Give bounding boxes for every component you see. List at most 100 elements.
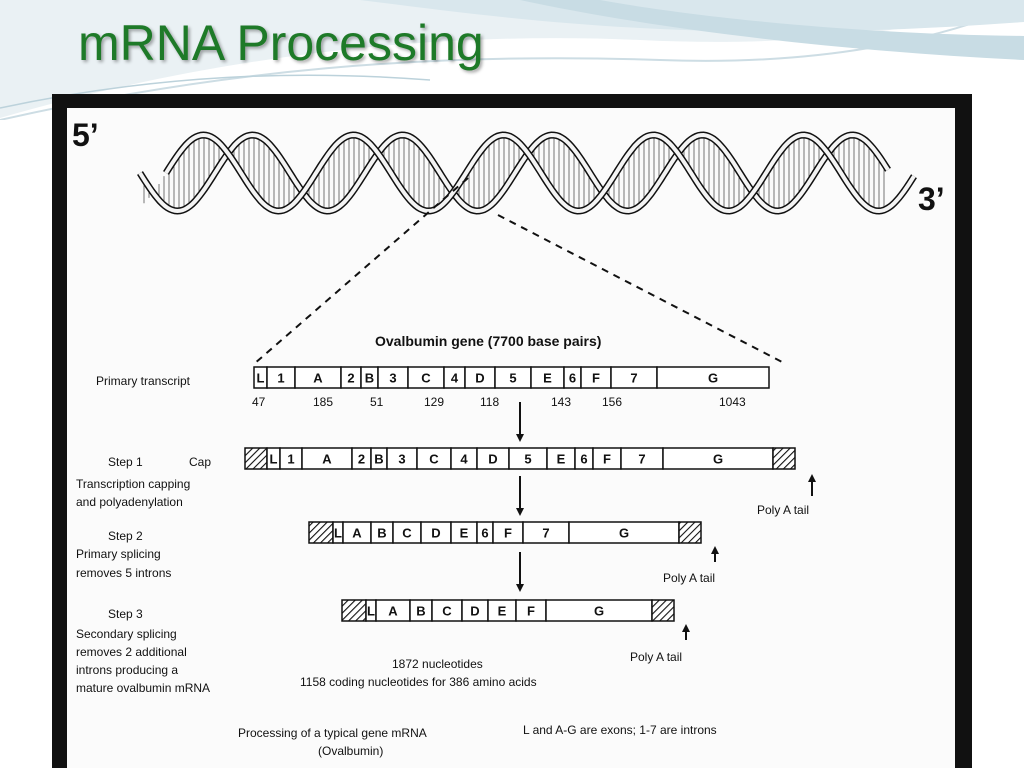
segment-label: 4 [460, 452, 468, 467]
caption-left-2: (Ovalbumin) [318, 744, 383, 758]
step3-desc-3: introns producing a [76, 663, 178, 677]
zoom-line-right [497, 214, 787, 365]
up-arrow-head [808, 474, 816, 482]
segment-label: A [352, 526, 362, 541]
segment-box [656, 366, 770, 389]
dna-3-prime-label: 3’ [918, 181, 945, 217]
segment-length: 185 [313, 395, 333, 409]
cap-box [308, 521, 334, 544]
step1-poly-label: Poly A tail [757, 503, 809, 517]
segment-label: 6 [481, 526, 488, 541]
segment-label: E [498, 604, 507, 619]
coding-nucleotides: 1158 coding nucleotides for 386 amino ac… [300, 675, 537, 689]
poly-a-tail-box [678, 521, 702, 544]
segment-label: G [713, 452, 723, 467]
dna-double-helix [137, 131, 917, 215]
segment-label: F [603, 452, 611, 467]
segment-label: D [470, 604, 479, 619]
caption-right: L and A-G are exons; 1-7 are introns [523, 723, 717, 737]
segment-label: F [504, 526, 512, 541]
segment-label: L [334, 526, 342, 541]
segment-label: 6 [569, 371, 576, 386]
up-arrow-head [711, 546, 719, 554]
up-arrow-head [682, 624, 690, 632]
segment-label: 4 [451, 371, 459, 386]
segment-label: A [388, 604, 398, 619]
segment-length: 51 [370, 395, 384, 409]
step1-desc-1: Transcription capping [76, 477, 190, 491]
segment-label: D [488, 452, 497, 467]
segment-label: 3 [389, 371, 396, 386]
segment-length: 143 [551, 395, 571, 409]
step1-desc-2: and polyadenylation [76, 495, 183, 509]
gene-title: Ovalbumin gene (7700 base pairs) [375, 333, 601, 349]
background-swoosh [0, 0, 1024, 120]
zoom-line-left [253, 177, 469, 365]
down-arrow-head [516, 508, 524, 516]
process-arrows [516, 402, 816, 640]
cap-label: Cap [189, 455, 211, 469]
step3-label: Step 3 [108, 607, 143, 621]
down-arrow-head [516, 584, 524, 592]
step2-poly-label: Poly A tail [663, 571, 715, 585]
segment-label: 5 [509, 371, 516, 386]
slide-title: mRNA Processing [78, 15, 484, 71]
segment-length: 129 [424, 395, 444, 409]
nucleotide-count: 1872 nucleotides [392, 657, 483, 671]
segment-label: B [374, 452, 383, 467]
segment-label: 2 [358, 452, 365, 467]
segment-label: A [322, 452, 332, 467]
step3-desc-4: mature ovalbumin mRNA [76, 681, 210, 695]
segment-label: B [377, 526, 386, 541]
segment-label: G [708, 371, 718, 386]
segment-label: 6 [580, 452, 587, 467]
segment-label: B [416, 604, 425, 619]
segment-length: 1043 [719, 395, 746, 409]
segment-label: E [543, 371, 552, 386]
segment-label: E [460, 526, 469, 541]
segment-label: 1 [277, 371, 284, 386]
segment-label: 2 [347, 371, 354, 386]
segment-label: D [431, 526, 440, 541]
segment-label: C [402, 526, 412, 541]
caption-left-1: Processing of a typical gene mRNA [238, 726, 427, 740]
segment-label: 5 [524, 452, 531, 467]
segment-length: 47 [252, 395, 266, 409]
figure-panel [67, 108, 955, 768]
segment-label: F [592, 371, 600, 386]
segment-label: 7 [542, 526, 549, 541]
segment-label: L [270, 452, 278, 467]
segment-label: C [429, 452, 439, 467]
step2-desc-1: Primary splicing [76, 547, 161, 561]
segment-label: F [527, 604, 535, 619]
poly-a-tail-box [772, 447, 796, 470]
step3-desc-1: Secondary splicing [76, 627, 177, 641]
segment-label: L [367, 604, 375, 619]
segment-label: A [313, 371, 323, 386]
down-arrow-head [516, 434, 524, 442]
step1-label: Step 1 [108, 455, 143, 469]
segment-label: 3 [398, 452, 405, 467]
poly-a-tail-box [651, 599, 675, 622]
step2-label: Step 2 [108, 529, 143, 543]
segment-label: D [475, 371, 484, 386]
segment-label: 7 [638, 452, 645, 467]
segment-label: C [421, 371, 431, 386]
segment-length: 118 [480, 395, 499, 409]
segment-label: G [619, 526, 629, 541]
segment-label: B [365, 371, 374, 386]
helix-strand-fill [138, 132, 890, 214]
helix-strand-fill [164, 132, 916, 214]
segment-label: L [257, 371, 265, 386]
dna-5-prime-label: 5’ [72, 117, 99, 153]
step3-desc-2: removes 2 additional [76, 645, 187, 659]
segment-label: C [442, 604, 452, 619]
segment-label: E [557, 452, 566, 467]
segment-label: 7 [630, 371, 637, 386]
